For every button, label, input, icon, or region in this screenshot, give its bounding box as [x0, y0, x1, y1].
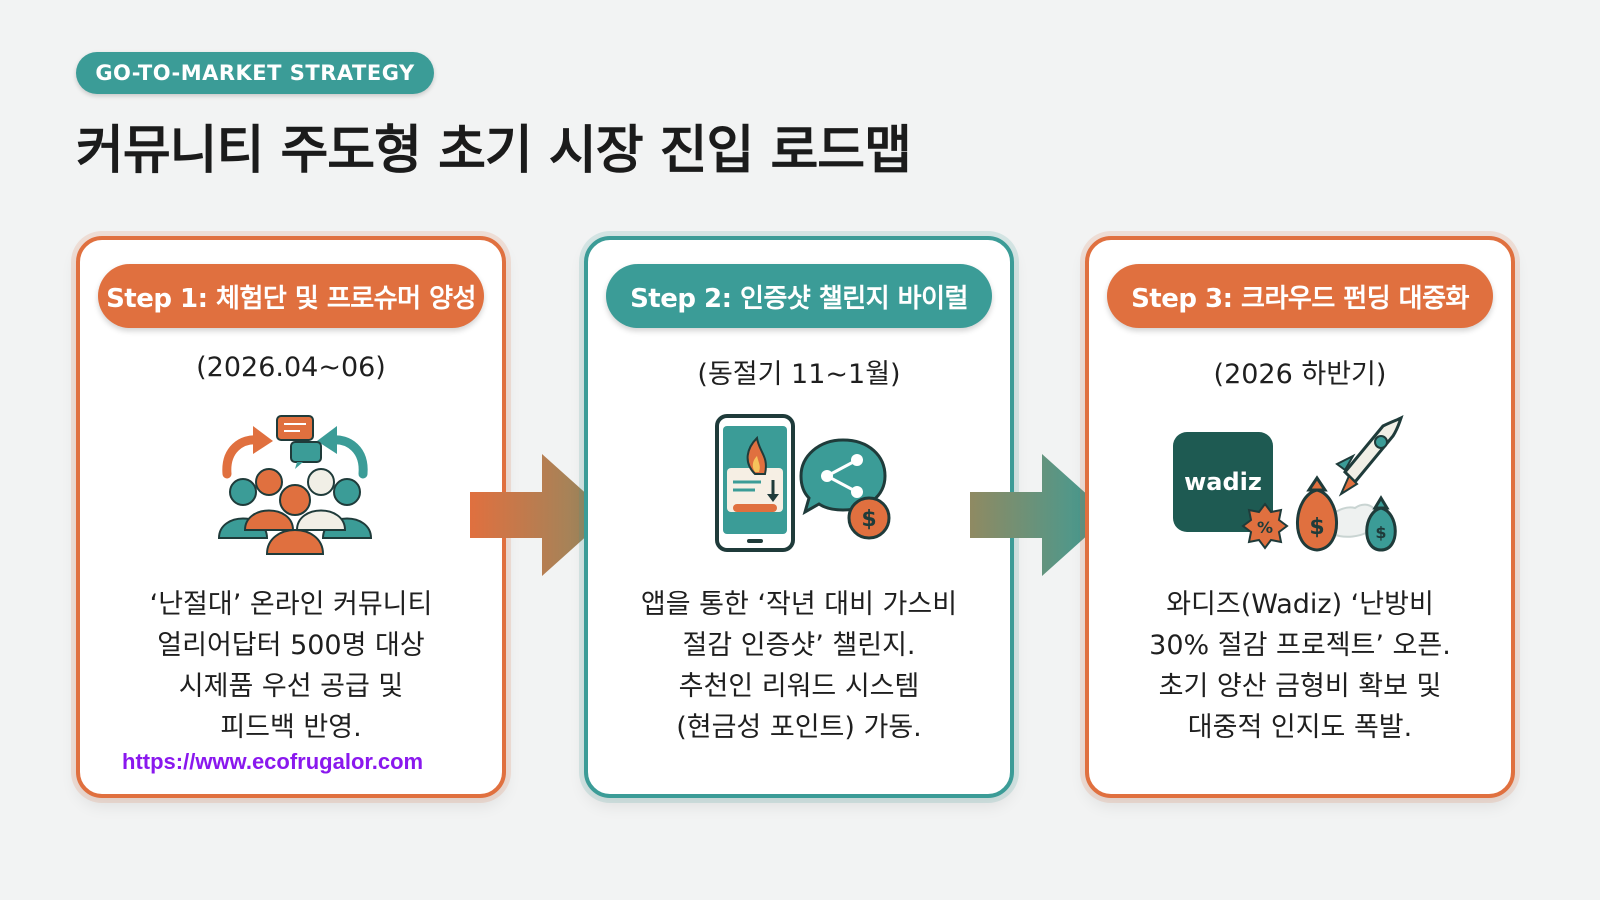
step-2-label: Step 2: 인증샷 챌린지 바이럴 — [606, 264, 992, 328]
step-3-description-line: 초기 양산 금형비 확보 및 — [1158, 671, 1442, 702]
step-1-label: Step 1: 체험단 및 프로슈머 양성 — [98, 264, 484, 328]
step-1-description-line: 얼리어답터 500명 대상 — [157, 630, 425, 661]
step-2-description: 앱을 통한 ‘작년 대비 가스비 절감 인증샷’ 챌린지. 추천인 리워드 시스… — [598, 584, 1000, 748]
step-3-description-line: 대중적 인지도 폭발. — [1187, 712, 1413, 743]
step-1-description-line: 피드백 반영. — [220, 712, 362, 743]
website-url-link[interactable]: https://www.ecofrugalor.com — [122, 749, 424, 774]
svg-text:$: $ — [1375, 523, 1386, 542]
step-2-card: Step 2: 인증샷 챌린지 바이럴 (동절기 11~1월) $ 앱을 통한 … — [584, 236, 1014, 798]
step-3-card: Step 3: 크라우드 펀딩 대중화 (2026 하반기) wadiz % $… — [1085, 236, 1515, 798]
step-3-label: Step 3: 크라우드 펀딩 대중화 — [1107, 264, 1493, 328]
step-3-description-line: 30% 절감 프로젝트’ 오픈. — [1149, 630, 1451, 661]
svg-text:$: $ — [1309, 515, 1324, 540]
svg-text:$: $ — [861, 507, 876, 532]
step-1-description: ‘난절대’ 온라인 커뮤니티 얼리어답터 500명 대상 시제품 우선 공급 및… — [90, 584, 492, 748]
arrow-right-icon — [470, 454, 610, 576]
step-1-card: Step 1: 체험단 및 프로슈머 양성 (2026.04~06) ‘난절대’… — [76, 236, 506, 798]
community-group-icon — [217, 415, 373, 555]
step-2-description-line: (현금성 포인트) 가동. — [676, 712, 922, 743]
svg-text:%: % — [1257, 518, 1273, 537]
step-1-description-line: 시제품 우선 공급 및 — [178, 671, 404, 702]
crowdfunding-rocket-icon: wadiz % $ $ — [1173, 415, 1404, 552]
strategy-badge: GO-TO-MARKET STRATEGY — [76, 52, 434, 94]
step-3-description: 와디즈(Wadiz) ‘난방비 30% 절감 프로젝트’ 오픈. 초기 양산 금… — [1099, 584, 1501, 748]
step-1-period: (2026.04~06) — [196, 352, 386, 383]
step-2-description-line: 추천인 리워드 시스템 — [678, 671, 920, 702]
step-2-period: (동절기 11~1월) — [697, 359, 901, 390]
step-3-description-line: 와디즈(Wadiz) ‘난방비 — [1166, 589, 1434, 620]
step-2-description-line: 앱을 통한 ‘작년 대비 가스비 — [640, 589, 958, 620]
step-1-description-line: ‘난절대’ 온라인 커뮤니티 — [149, 589, 433, 620]
phone-share-icon: $ — [715, 414, 891, 552]
step-2-description-line: 절감 인증샷’ 챌린지. — [682, 630, 916, 661]
step-3-period: (2026 하반기) — [1213, 359, 1387, 390]
wadiz-logo: wadiz — [1184, 468, 1262, 496]
arrow-right-icon — [970, 454, 1110, 576]
page-title: 커뮤니티 주도형 초기 시장 진입 로드맵 — [76, 121, 912, 181]
